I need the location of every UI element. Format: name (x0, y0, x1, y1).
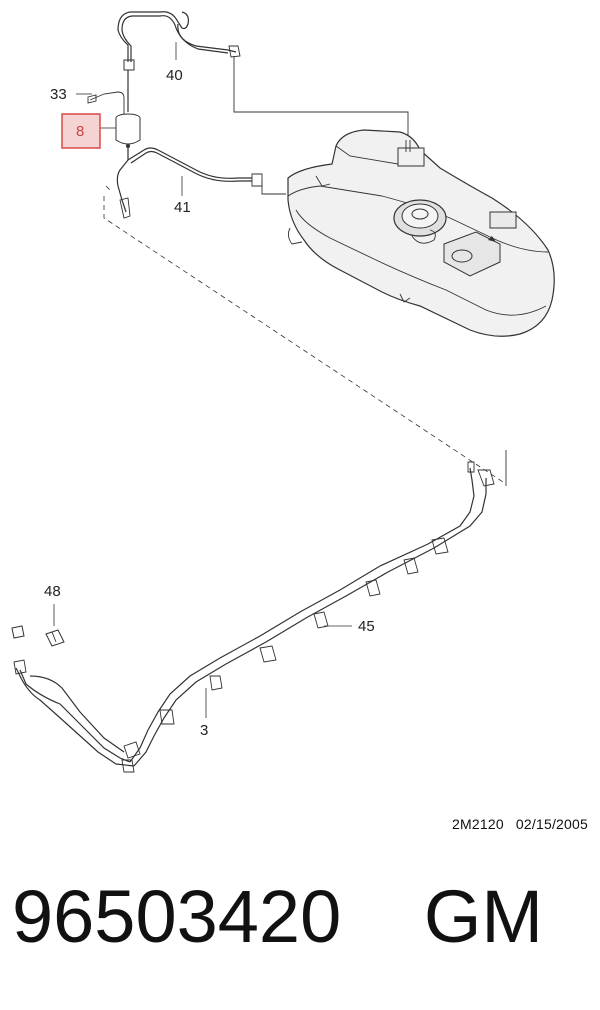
clip-left-end (11, 625, 25, 639)
callout-45[interactable]: 45 (358, 618, 375, 635)
fuel-system-diagram: 40 33 8 41 48 45 3 (11, 11, 555, 773)
callout-33[interactable]: 33 (50, 86, 67, 103)
callout-3[interactable]: 3 (200, 722, 208, 739)
callout-40[interactable]: 40 (166, 67, 183, 84)
diagram-code: 2M2120 (452, 816, 504, 832)
leader-lines (53, 42, 352, 718)
part-brand: GM (423, 875, 544, 958)
clip-48 (45, 629, 65, 647)
sensor-wire-33 (87, 91, 125, 114)
highlight-box-8 (61, 113, 101, 149)
fuel-line-41 (116, 147, 286, 219)
part-number: 96503420 (12, 875, 342, 958)
callout-48[interactable]: 48 (44, 583, 61, 600)
callout-8[interactable]: 8 (76, 123, 84, 140)
fuel-filter (115, 70, 141, 160)
callout-41[interactable]: 41 (174, 199, 191, 216)
diagram-date: 02/15/2005 (515, 816, 588, 832)
fuel-line-3 (13, 461, 495, 773)
fuel-line-40 (117, 11, 409, 140)
fuel-tank (287, 129, 555, 337)
part-caption: 96503420 GM (12, 880, 543, 954)
connection-lines (103, 185, 507, 486)
diagram-reference: 2M2120 02/15/2005 (452, 816, 588, 832)
